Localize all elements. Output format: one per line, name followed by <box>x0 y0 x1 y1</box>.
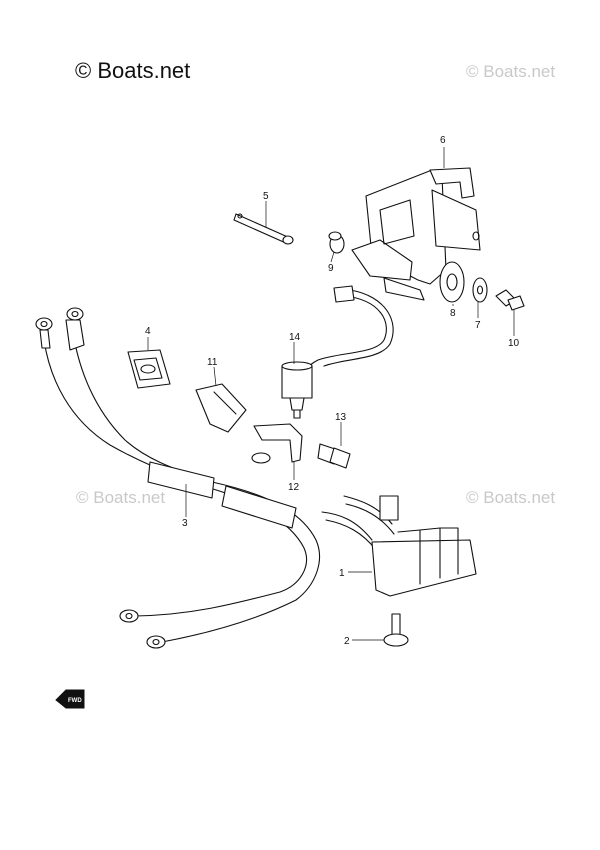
callout-10: 10 <box>508 338 520 349</box>
callout-9: 9 <box>328 263 334 274</box>
watermark-middle-left: © Boats.net <box>76 488 166 507</box>
clip-icon <box>195 383 247 433</box>
fwd-label: FWD <box>68 698 82 704</box>
callout-2: 2 <box>344 636 350 647</box>
switch-icon <box>281 285 394 419</box>
callout-6: 6 <box>440 135 446 146</box>
bolt-icon <box>317 443 351 469</box>
grommet-icon <box>127 349 171 389</box>
clamp-icon <box>233 213 294 245</box>
callout-14: 14 <box>289 332 301 343</box>
grommet-icon <box>439 261 465 303</box>
bracket-icon <box>351 167 481 301</box>
watermark-middle-right: © Boats.net <box>466 488 556 507</box>
callout-1: 1 <box>339 568 345 579</box>
leader-lines <box>147 147 515 641</box>
callout-11: 11 <box>207 357 218 368</box>
callout-4: 4 <box>145 326 151 337</box>
bracket-icon <box>251 423 303 464</box>
wiring-harness-icon <box>35 307 320 649</box>
rectifier-regulator-icon <box>321 495 477 597</box>
callout-5: 5 <box>263 191 269 202</box>
callout-13: 13 <box>335 412 347 423</box>
watermark-top-right: © Boats.net <box>466 62 556 81</box>
bolt-icon <box>383 613 409 647</box>
callout-7: 7 <box>475 320 481 331</box>
callout-8: 8 <box>450 308 456 319</box>
callout-3: 3 <box>182 518 188 529</box>
washer-icon <box>472 277 488 303</box>
bolt-icon <box>495 289 525 311</box>
collar-icon <box>328 231 345 254</box>
callout-labels: 6 5 9 8 7 10 4 14 11 13 12 3 1 2 <box>145 135 520 647</box>
callout-12: 12 <box>288 482 300 493</box>
fwd-arrow-icon: FWD <box>55 689 85 709</box>
watermark-main: © Boats.net <box>75 58 191 83</box>
